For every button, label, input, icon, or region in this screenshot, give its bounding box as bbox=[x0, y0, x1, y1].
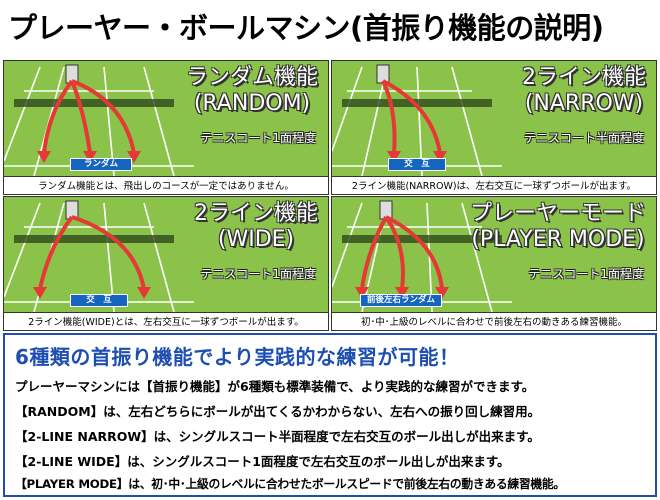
ball-path-arrow bbox=[360, 216, 388, 290]
mode-tag: 交 互 bbox=[388, 158, 446, 171]
panel-caption: 初･中･上級のレベルに合わせで前後左右の動きある練習機能。 bbox=[332, 312, 656, 330]
summary-line: 【2-LINE WIDE】は、シングルスコート1面程度で左右交互のボール出しが出… bbox=[15, 454, 510, 469]
random-panel: ランダム機能(RANDOM) テニスコート1面程度 ランダム ランダム機能とは、… bbox=[3, 60, 329, 195]
summary-headline: 6種類の首振り機能でより実践的な練習が可能！ bbox=[15, 345, 460, 369]
net bbox=[342, 235, 502, 243]
panel-title: 2ライン機能(WIDE) bbox=[194, 201, 318, 252]
summary-line: 【PLAYER MODE】は、初･中･上級のレベルに合わせたボールスピードで前後… bbox=[15, 477, 565, 491]
panel-caption: 2ライン機能(NARROW)は、左右交互に一球ずつボールが出ます。 bbox=[332, 176, 656, 194]
summary-line: 【RANDOM】は、左右どちらにボールが出てくるかわからない、左右への振り回し練… bbox=[15, 404, 541, 419]
court-field: ランダム機能(RANDOM) テニスコート1面程度 ランダム bbox=[4, 61, 328, 176]
ball-path-arrow bbox=[385, 215, 444, 290]
panel-title: 2ライン機能(NARROW) bbox=[522, 65, 646, 116]
panel-title: ランダム機能(RANDOM) bbox=[185, 65, 318, 116]
ball-path-arrow bbox=[382, 79, 442, 154]
net bbox=[14, 235, 174, 243]
court-field: 2ライン機能(WIDE) テニスコート1面程度 交 互 bbox=[4, 197, 328, 312]
court-size-label: テニスコート1面程度 bbox=[200, 131, 316, 145]
court-field: 2ライン機能(NARROW) テニスコート半面程度 交 互 bbox=[332, 61, 656, 176]
court-diagram bbox=[4, 200, 194, 312]
summary-line: 【2-LINE NARROW】は、シングルスコート半面程度で左右交互のボール出し… bbox=[15, 429, 540, 444]
ball-path-arrow bbox=[38, 215, 74, 290]
court-size-label: テニスコート1面程度 bbox=[528, 267, 644, 281]
player-mode-panel: プレーヤーモード(PLAYER MODE) テニスコート1面程度 前後左右ランダ… bbox=[331, 196, 657, 331]
summary-box: 6種類の首振り機能でより実践的な練習が可能！ プレーヤーマシンには【首振り機能】… bbox=[3, 333, 657, 497]
wide-panel: 2ライン機能(WIDE) テニスコート1面程度 交 互 2ライン機能(WIDE)… bbox=[3, 196, 329, 331]
ball-path-arrow bbox=[71, 215, 146, 290]
ball-path-arrow bbox=[42, 79, 74, 154]
ball-machine-icon bbox=[376, 64, 390, 84]
page-title: プレーヤー・ボールマシン(首振り機能の説明) bbox=[8, 11, 604, 45]
ball-path-arrow bbox=[70, 80, 92, 154]
ball-path-arrow bbox=[71, 79, 136, 154]
mode-tag: ランダム bbox=[70, 158, 132, 171]
mode-tag: 前後左右ランダム bbox=[360, 294, 442, 307]
court-size-label: テニスコート1面程度 bbox=[200, 267, 316, 281]
panel-caption: 2ライン機能(WIDE)とは、左右交互に一球ずつボールが出ます。 bbox=[4, 312, 328, 330]
court-diagram bbox=[332, 64, 502, 176]
mode-tag: 交 互 bbox=[70, 294, 128, 307]
narrow-panel: 2ライン機能(NARROW) テニスコート半面程度 交 互 2ライン機能(NAR… bbox=[331, 60, 657, 195]
court-size-label: テニスコート半面程度 bbox=[523, 131, 644, 145]
summary-line: プレーヤーマシンには【首振り機能】が6種類も標準装備で、より実践的な練習ができま… bbox=[15, 379, 535, 394]
panel-caption: ランダム機能とは、飛出しのコースが一定ではありません。 bbox=[4, 176, 328, 194]
ball-machine-icon bbox=[65, 64, 79, 84]
panel-title: プレーヤーモード(PLAYER MODE) bbox=[469, 201, 646, 252]
ball-path-arrow bbox=[384, 215, 405, 290]
net bbox=[14, 99, 174, 107]
net bbox=[342, 99, 492, 107]
ball-path-arrow bbox=[381, 80, 397, 154]
ball-machine-icon bbox=[379, 200, 393, 220]
court-field: プレーヤーモード(PLAYER MODE) テニスコート1面程度 前後左右ランダ… bbox=[332, 197, 656, 312]
